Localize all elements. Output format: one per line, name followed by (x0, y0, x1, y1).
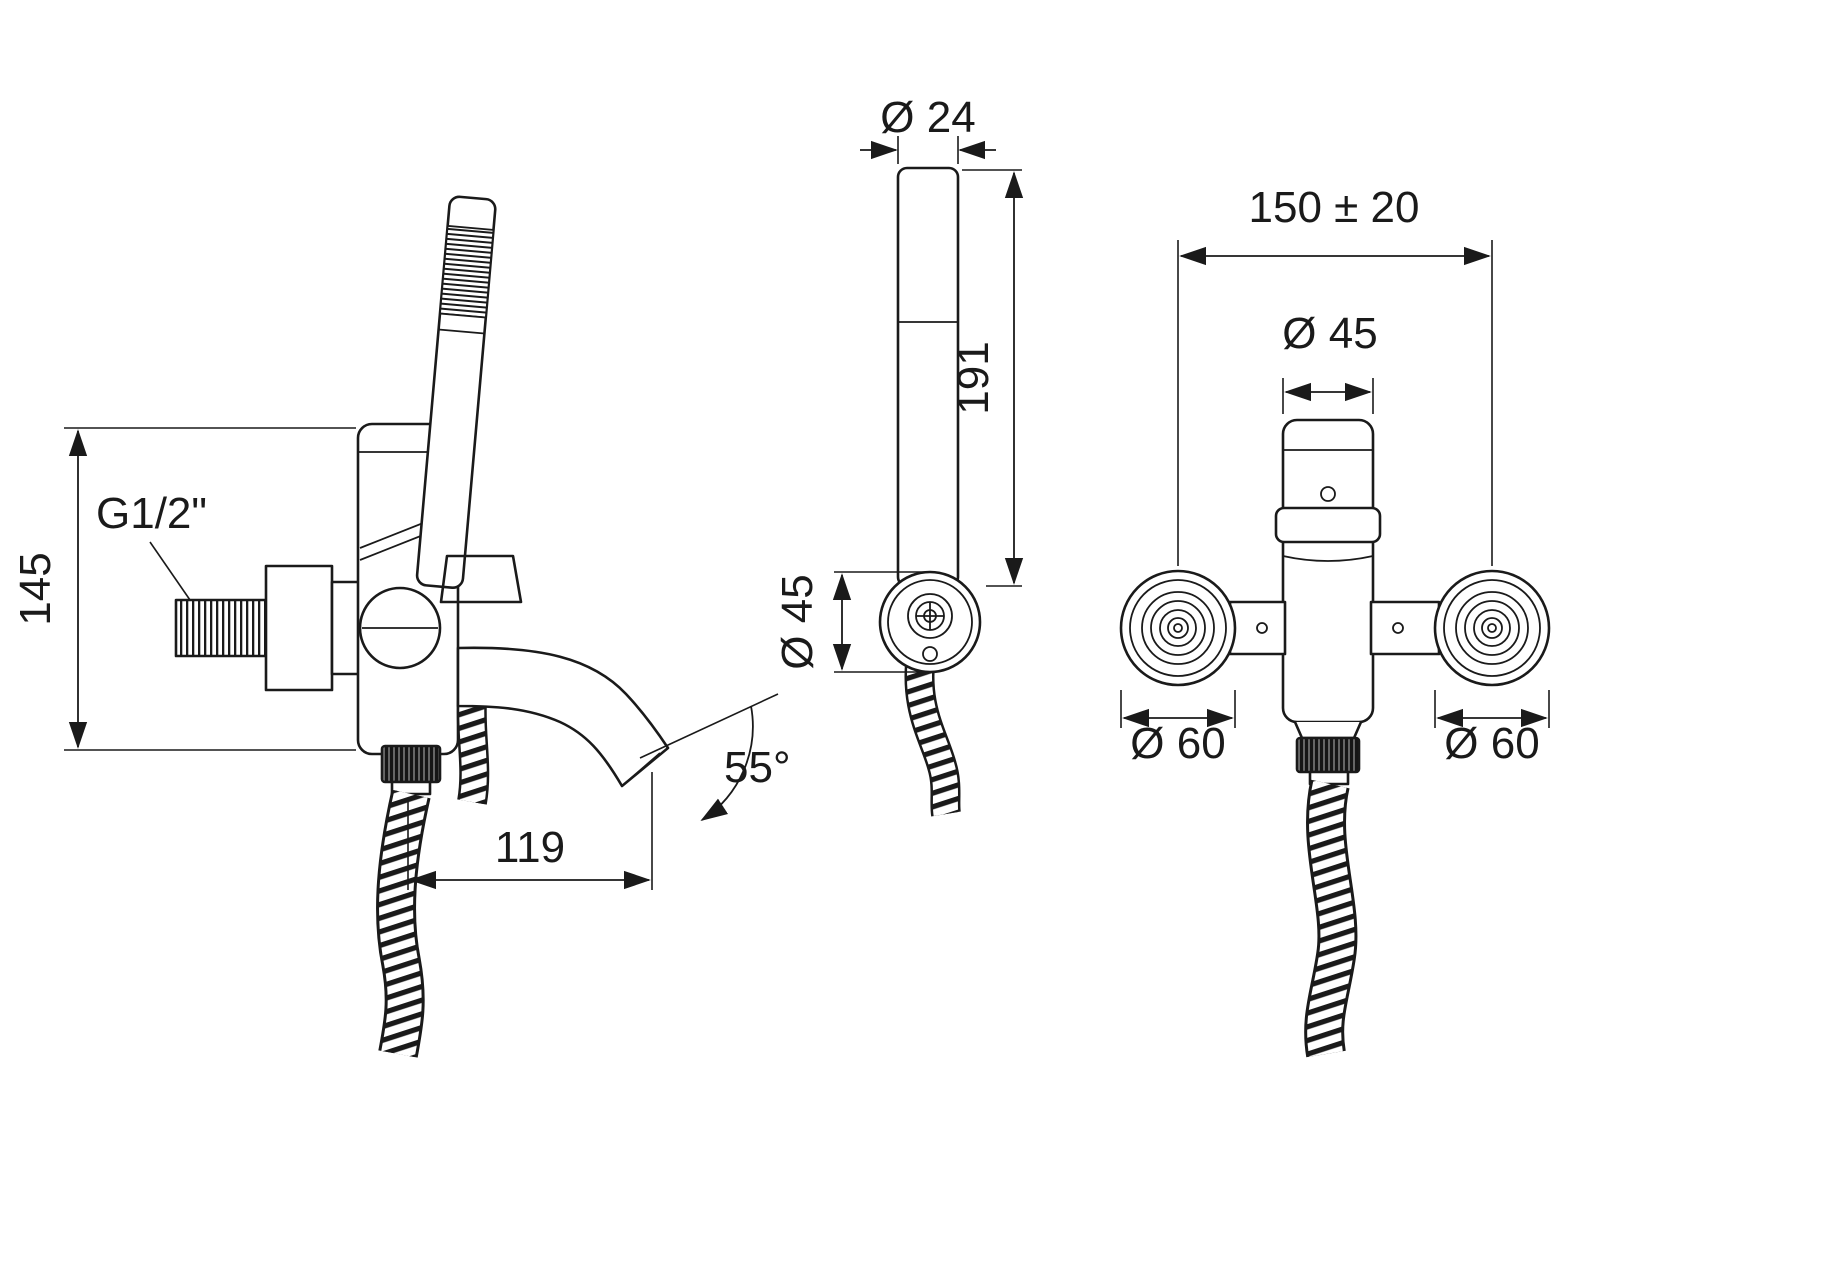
flange-ring (1129, 579, 1227, 677)
dim-spout-angle: 55° (639, 693, 791, 822)
right-arm-screw (1392, 622, 1404, 634)
spout-cut-edge (629, 752, 661, 780)
right-arm (1369, 600, 1441, 656)
dim-spout-angle-label: 55° (724, 743, 791, 792)
dim-wand-length-label: 191 (949, 341, 998, 414)
flange-ring (1167, 617, 1189, 639)
dim-spout-reach: 119 (407, 772, 653, 890)
shower-hose-front (1304, 779, 1358, 1058)
dim-head-diameter: Ø 24 (860, 93, 996, 164)
thread-label: G1/2" (96, 489, 207, 538)
hand-shower-wand (415, 195, 497, 589)
flange-ring (1455, 591, 1529, 665)
dim-body-diameter-label: Ø 45 (1282, 309, 1377, 358)
hand-shower-hose (904, 645, 961, 817)
knurled-nut (380, 744, 442, 784)
diverter-button (1320, 486, 1336, 502)
hose-ribs (906, 645, 959, 817)
thread-callout: G1/2" (96, 489, 207, 601)
holder-pin (922, 646, 938, 662)
dim-center-distance-label: 150 ± 20 (1249, 183, 1420, 232)
wall-bracket (264, 564, 334, 692)
wand-seam (438, 328, 485, 335)
dim-flange-right-label: Ø 60 (1444, 719, 1539, 768)
holder-inner-ring (887, 579, 973, 665)
flange-center (1173, 623, 1183, 633)
dim-flange-left: Ø 60 (1120, 690, 1236, 768)
lever-handle-front (1274, 506, 1382, 544)
flange-ring (1141, 591, 1215, 665)
flange-ring (1119, 569, 1237, 687)
angle-reference-line (639, 693, 779, 759)
dim-holder-diameter-label: Ø 45 (773, 574, 822, 669)
flange-ring (1433, 569, 1551, 687)
right-flange (1433, 569, 1551, 687)
flange-ring (1481, 617, 1503, 639)
spout (456, 646, 670, 788)
left-flange (1119, 569, 1237, 687)
dim-height-label: 145 (11, 552, 60, 625)
dim-flange-left-label: Ø 60 (1130, 719, 1225, 768)
hose-stub (456, 699, 490, 805)
wand-holder (439, 554, 523, 604)
threaded-inlet (174, 598, 268, 658)
flange-ring (1159, 609, 1197, 647)
bracket-step (330, 580, 362, 676)
flange-ring (1150, 600, 1206, 656)
dim-head-diameter-label: Ø 24 (880, 93, 975, 142)
mixer-body-front (1281, 418, 1375, 724)
dim-spout-reach-label: 119 (495, 823, 565, 872)
hand-shower-view: Ø 24 191 Ø 45 (773, 93, 1024, 817)
side-view: 145 G1/2" 119 55° (11, 195, 791, 1058)
leader-line (149, 541, 191, 601)
left-arm-screw (1256, 622, 1268, 634)
body-seam-curve (1282, 555, 1374, 562)
hose-ribs (1307, 780, 1355, 1057)
angle-arc (700, 705, 754, 822)
wall-holder (878, 570, 982, 674)
flange-ring (1473, 609, 1511, 647)
shower-hose (376, 789, 431, 1058)
flange-center (1487, 623, 1497, 633)
flange-ring (1464, 600, 1520, 656)
front-view: 150 ± 20 (1119, 183, 1551, 1058)
dim-height: 145 (11, 427, 356, 751)
outlet-cone (1293, 721, 1363, 740)
dim-wand-length: 191 (949, 169, 1024, 587)
dim-holder-diameter: Ø 45 (773, 571, 926, 673)
hose-ribs (459, 699, 487, 805)
hose-ribs (379, 790, 428, 1058)
flange-ring (1443, 579, 1541, 677)
dim-flange-right: Ø 60 (1434, 690, 1550, 768)
knurled-nut (1295, 736, 1361, 774)
dim-body-diameter: Ø 45 (1282, 309, 1378, 414)
wand-grip-texture (439, 224, 495, 319)
dim-center-distance: 150 ± 20 (1177, 183, 1493, 566)
